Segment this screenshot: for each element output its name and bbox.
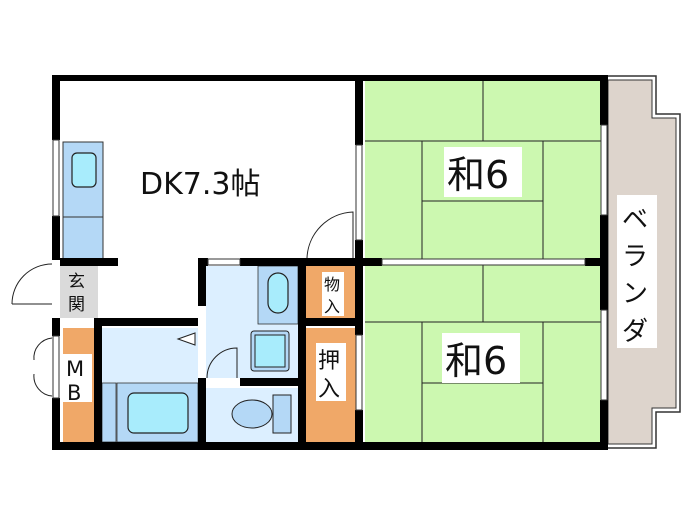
oshiire-label-1: 押 xyxy=(318,349,340,374)
walls xyxy=(52,75,608,450)
veranda-label-2: ラ xyxy=(622,242,648,272)
kitchen-counter xyxy=(62,141,104,260)
washbasin-icon xyxy=(267,272,289,314)
storage-label-2: 入 xyxy=(324,297,340,316)
washitsu-bottom-label: 和6 xyxy=(445,339,507,383)
dk-label: DK7.3帖 xyxy=(140,167,260,202)
mb-label-1: M xyxy=(66,357,84,381)
genkan-label-2: 関 xyxy=(68,295,85,315)
genkan-label-1: 玄 xyxy=(68,272,85,292)
veranda-label-1: ベ xyxy=(622,205,648,235)
storage-label-1: 物 xyxy=(324,275,340,294)
mb-label-2: B xyxy=(67,381,81,405)
bathtub-icon xyxy=(127,392,189,434)
windows xyxy=(52,124,608,411)
genkan-floor xyxy=(60,266,98,318)
washitsu-top-label: 和6 xyxy=(447,153,509,197)
doors xyxy=(11,211,354,397)
veranda-label-4: ダ xyxy=(622,317,648,347)
toilet-icon xyxy=(231,399,273,429)
sink-icon xyxy=(71,152,97,188)
oshiire-label-2: 入 xyxy=(318,377,340,402)
veranda-label-3: ン xyxy=(622,279,648,309)
